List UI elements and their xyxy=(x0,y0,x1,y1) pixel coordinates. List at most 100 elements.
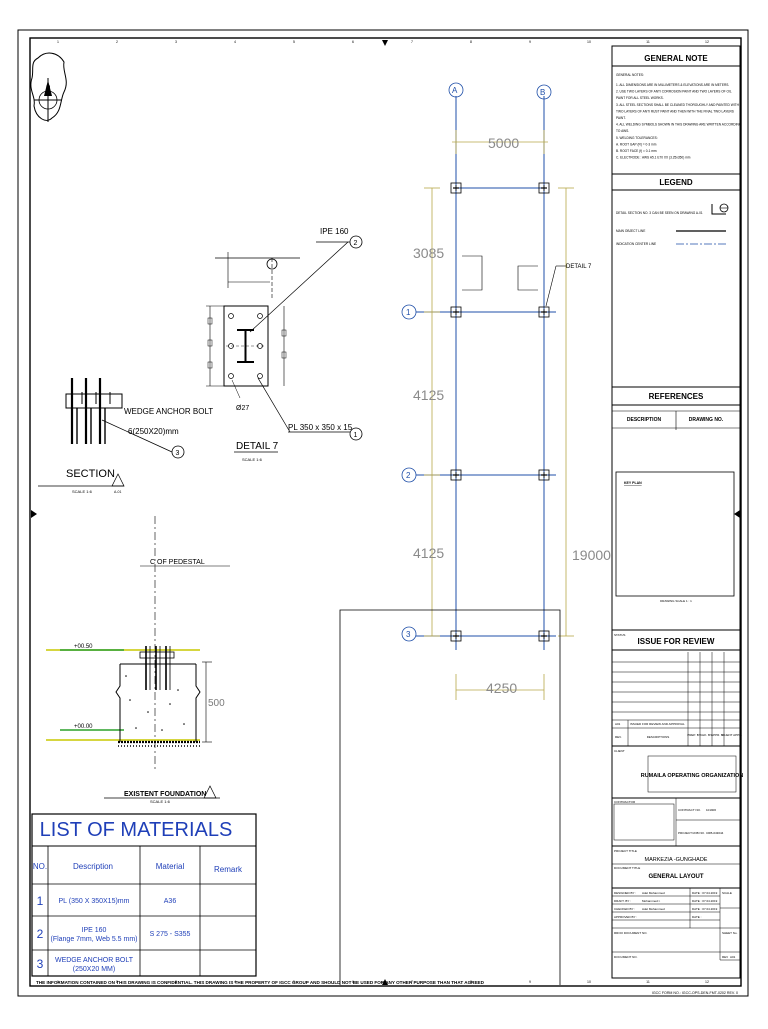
plan-grid-2: 2 xyxy=(406,471,411,480)
section-scale: SCALE 1:6 xyxy=(72,489,93,494)
border-number-top: 8 xyxy=(470,40,472,44)
border-number-bottom: 10 xyxy=(587,980,591,984)
material-no: 1 xyxy=(37,894,44,908)
border-number-top: 1 xyxy=(57,40,59,44)
rev-header-appr: APPR. BY xyxy=(711,733,725,737)
material-description-detail: (250X20 MM) xyxy=(73,966,115,973)
section-marker: A-01 xyxy=(114,490,121,494)
rev-header-rev: REV. xyxy=(615,735,622,739)
legend-item-1: DETAIL SECTION NO. 3 CAN BE SEEN ON DRAW… xyxy=(616,211,703,215)
client-label: CLIENT xyxy=(614,749,625,753)
signature-date: DATE : 07.04.2019 xyxy=(692,891,718,895)
scale-label: SCALE xyxy=(722,891,732,895)
detail-bubble-icon xyxy=(711,203,729,215)
border-number-top: 6 xyxy=(352,40,354,44)
border-number-bottom: 1 xyxy=(57,980,59,984)
general-note-title: GENERAL NOTE xyxy=(644,54,708,63)
rev-header-chk: CHK. BY xyxy=(700,733,712,737)
general-note-line: 1. ALL DIMENSIONS ARE IN MILLIMETERS & E… xyxy=(616,83,729,87)
materials-header-no: NO. xyxy=(33,862,47,871)
border-number-bottom: 9 xyxy=(529,980,531,984)
material-no: 2 xyxy=(37,927,44,941)
north-arrow-icon: N xyxy=(30,52,67,122)
inner-border xyxy=(29,37,742,987)
section-drawing xyxy=(38,378,185,487)
signature-date: DATE : xyxy=(692,915,702,919)
signature-role: CHECKED BY : xyxy=(614,907,635,911)
material-grade: S 275 - S355 xyxy=(150,931,191,938)
pedestal-scale: SCALE 1:6 xyxy=(150,799,171,804)
material-description-detail: (Flange 7mm, Web 5.5 mm) xyxy=(50,936,137,943)
legend-title: LEGEND xyxy=(659,178,693,187)
legend-item-2: MAIN OBJECT LINE xyxy=(616,229,645,233)
plan-detail-ref: DETAIL 7 xyxy=(566,264,592,270)
border-number-bottom: 7 xyxy=(411,980,413,984)
border-number-bottom: 3 xyxy=(175,980,177,984)
materials-title: LIST OF MATERIALS xyxy=(40,819,233,841)
general-note-line: 3. ALL STEEL SECTIONS SHALL BE CLEANED T… xyxy=(616,103,740,107)
document-title: GENERAL LAYOUT xyxy=(648,874,703,880)
general-note-line: C. ELECTRODE : AWS A5.1 E70 XX (3.25x350… xyxy=(616,156,691,160)
plan-dim-total: 19000 xyxy=(572,547,611,563)
column-base-plate xyxy=(450,630,462,642)
project-no: CRB-043044 xyxy=(706,831,724,835)
general-note-line: A. ROOT GAP (R) = 0-3 mm xyxy=(616,142,657,146)
rev-header-client: CLIENT APPR. xyxy=(722,733,742,737)
materials-table-frame xyxy=(31,813,257,977)
pedestal-height: 500 xyxy=(208,698,225,709)
general-note-line: B. ROOT FACE (f) = 0-1 mm xyxy=(616,149,657,153)
plan-dim-top: 5000 xyxy=(488,135,519,151)
border-number-top: 11 xyxy=(646,40,650,44)
project-no-label: PROJECT/JOB NO. xyxy=(678,831,705,835)
signature-role: DESIGNED BY : xyxy=(614,891,636,895)
section-bolt-label-1: WEDGE ANCHOR BOLT xyxy=(124,407,213,416)
detail7-hole-label: Ø27 xyxy=(236,405,249,412)
column-base-plate xyxy=(538,306,550,318)
contractor-label: CONTRACTOR xyxy=(614,800,636,804)
material-description: WEDGE ANCHOR BOLT xyxy=(55,957,134,964)
signature-date: DATE : 07.04.2019 xyxy=(692,907,718,911)
general-notes-heading: GENERAL NOTES: xyxy=(616,73,644,77)
material-description: IPE 160 xyxy=(82,927,107,934)
border-number-top: 7 xyxy=(411,40,413,44)
bottom-center-marker xyxy=(382,979,388,985)
rev-header-desc: DESCRIPTIONS xyxy=(647,735,670,739)
rev-row-a-desc: ISSUED FOR REVIEW AND APPROVAL xyxy=(630,722,685,726)
detail7-plate-no: 1 xyxy=(354,432,358,439)
plan-drawing xyxy=(339,82,574,985)
border-number-top: 9 xyxy=(529,40,531,44)
general-note-line: PAINT. xyxy=(616,116,626,120)
pedestal-level-top: +00.50 xyxy=(74,644,93,650)
border-number-top: 10 xyxy=(587,40,591,44)
general-note-line: 5. WELDING TOLERANCES: xyxy=(616,136,658,140)
titleblock-frame xyxy=(611,45,741,979)
detail7-ipe-no: 2 xyxy=(354,240,358,247)
project-title: MARKEZIA -GUNGHADE xyxy=(645,857,708,863)
signature-role: APPROVED BY : xyxy=(614,915,637,919)
ref-description-header: DESCRIPTION xyxy=(627,417,662,423)
border-number-bottom: 2 xyxy=(116,980,118,984)
pedestal-drawing xyxy=(46,516,230,799)
ref-drawing-header: DRAWING NO. xyxy=(689,417,724,423)
contract-no: 101906 xyxy=(706,808,716,812)
general-note-line: PAINT FOR ALL STEEL WORKS. xyxy=(616,96,664,100)
plan-dim-3085: 3085 xyxy=(413,245,444,261)
plan-dim-4125a: 4125 xyxy=(413,387,444,403)
column-base-plate xyxy=(450,469,462,481)
pedestal-cl-label: C OF PEDESTAL xyxy=(150,559,205,566)
border-number-top: 4 xyxy=(234,40,236,44)
detail7-scale: SCALE 1:6 xyxy=(242,457,263,462)
column-base-plate xyxy=(538,182,550,194)
pedestal-title: EXISTENT FOUNDATION xyxy=(124,791,206,798)
general-note-line: TWO LAYERS OF ANTI RUST PAINT AND THEN W… xyxy=(616,109,734,113)
signature-name: Adel Mohammed xyxy=(642,907,665,911)
general-note-line: 4. ALL WELDING SYMBOLS SHOWN IN THIS DRA… xyxy=(616,123,742,127)
plan-dim-4125b: 4125 xyxy=(413,545,444,561)
rev-label: REV xyxy=(722,955,728,959)
doc-no-label: DOCUMENT NO. xyxy=(614,955,638,959)
sheet-label: SHEET No. xyxy=(722,931,738,935)
